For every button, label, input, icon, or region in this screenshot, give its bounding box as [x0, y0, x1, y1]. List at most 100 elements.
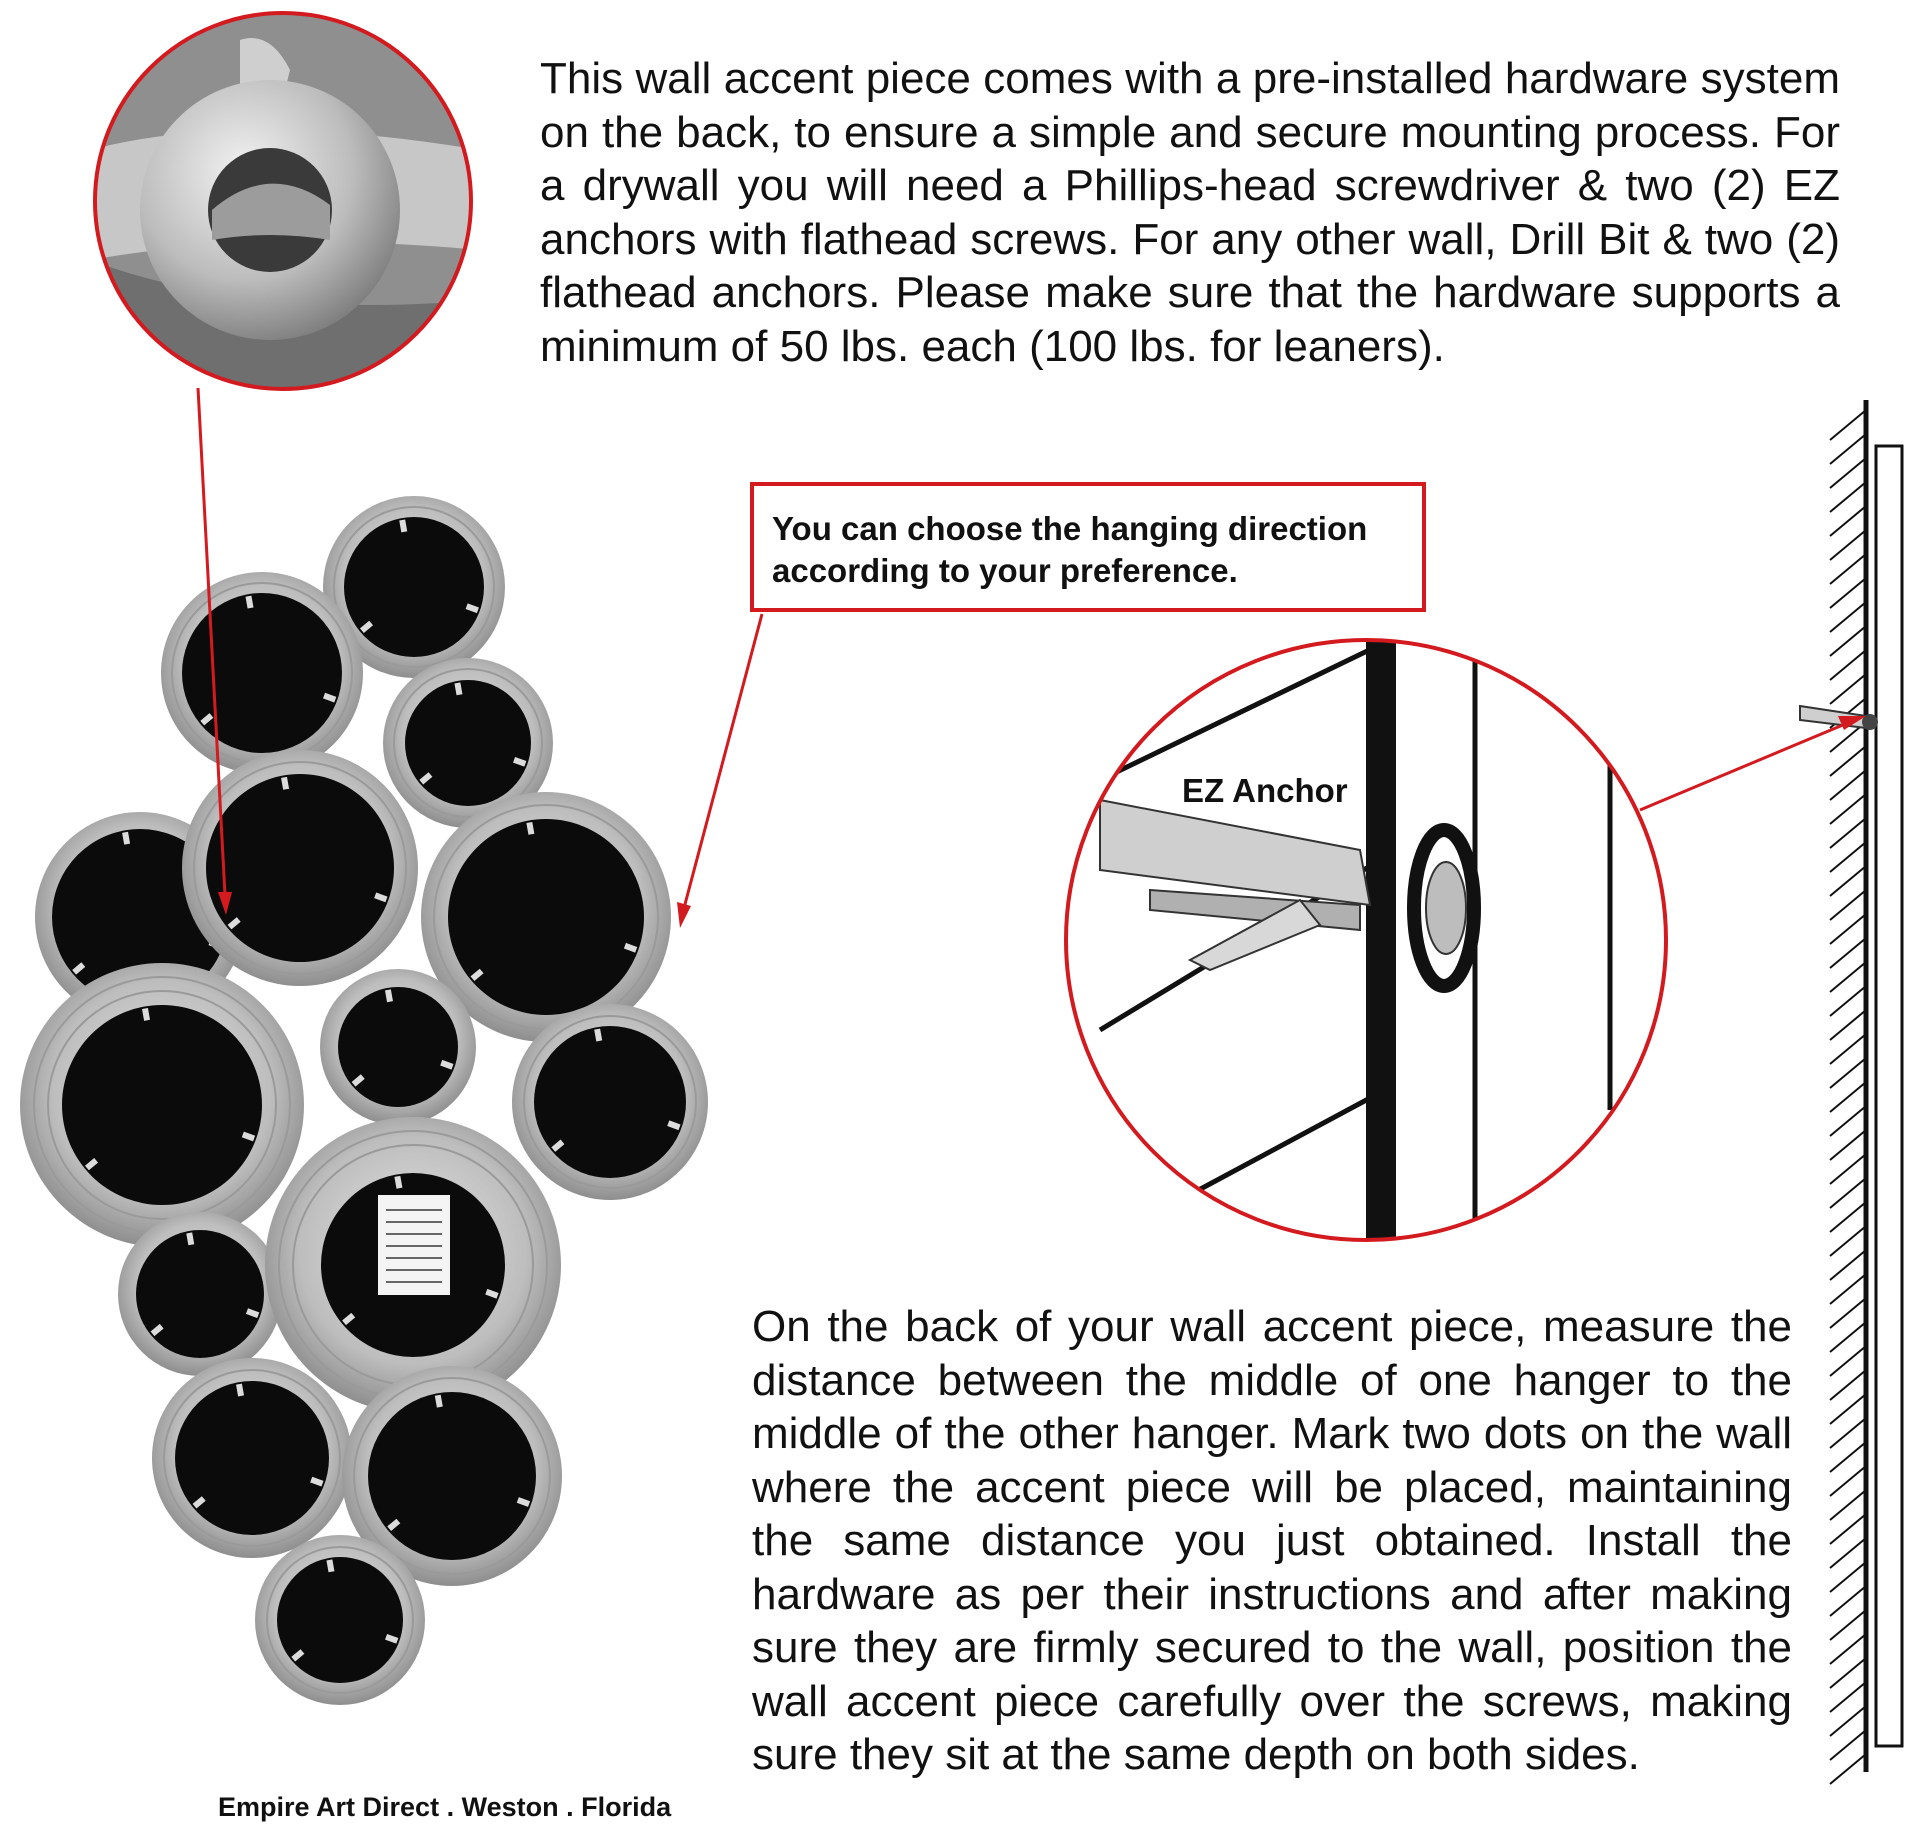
- mirror-tab: [399, 519, 408, 533]
- wall-hatch-mark: [1829, 1441, 1867, 1473]
- disc: [323, 496, 505, 678]
- mirror-tab: [594, 1028, 603, 1042]
- wall-hatch-mark: [1829, 1225, 1867, 1257]
- disc: [20, 963, 304, 1247]
- wall-hatch-mark: [1829, 1393, 1867, 1425]
- wall-hatch-mark: [1829, 649, 1867, 681]
- mirror-tab: [440, 1059, 454, 1070]
- wall-hatch-mark: [1829, 601, 1867, 633]
- mirror-tab: [374, 892, 388, 903]
- wall-hatch-mark: [1829, 1417, 1867, 1449]
- mirror-tab: [227, 917, 241, 930]
- wall-hatch-mark: [1829, 1369, 1867, 1401]
- mirror-tab: [454, 682, 463, 696]
- mirror-tab: [623, 942, 638, 953]
- wall-hatch-mark: [1829, 1177, 1867, 1209]
- wall-hatch-mark: [1829, 1729, 1867, 1761]
- wall-hatch-mark: [1829, 1105, 1867, 1137]
- wall-hatch-mark: [1829, 745, 1867, 777]
- wall-hatch-mark: [1829, 505, 1867, 537]
- disc: [182, 750, 418, 986]
- wall-hatch-mark: [1829, 1321, 1867, 1353]
- wall-hatch-mark: [1829, 1249, 1867, 1281]
- disc: [152, 1358, 352, 1558]
- mirror-tab: [485, 1288, 499, 1299]
- wall-hatch-mark: [1829, 1297, 1867, 1329]
- wall-hatch-mark: [1829, 1537, 1867, 1569]
- wall-hatch-mark: [1829, 457, 1867, 489]
- disc: [320, 969, 476, 1125]
- wall-hatch-mark: [1829, 1585, 1867, 1617]
- instructions-paragraph: On the back of your wall accent piece, m…: [752, 1302, 1792, 1779]
- wall-hatch-mark: [1829, 937, 1867, 969]
- mirror-tab: [281, 776, 290, 790]
- wall-hatch-mark: [1829, 1201, 1867, 1233]
- wall-hatch-mark: [1829, 1609, 1867, 1641]
- mirror-tab: [200, 713, 214, 726]
- company-footer: Empire Art Direct . Weston . Florida: [218, 1792, 672, 1822]
- mirror-tab: [142, 1007, 151, 1021]
- callout-text: You can choose the hanging direction acc…: [772, 510, 1368, 589]
- wall-hatch-mark: [1829, 673, 1867, 705]
- disc: [265, 1117, 561, 1413]
- mirror-tab: [470, 968, 484, 982]
- mirror-tab: [351, 1074, 365, 1087]
- mirror-tab: [326, 1559, 335, 1573]
- mirror-tab: [667, 1120, 681, 1131]
- wall-hatch-mark: [1829, 481, 1867, 513]
- mirror-tab: [310, 1476, 324, 1487]
- disc: [512, 1004, 708, 1200]
- mirror-tab: [84, 1157, 99, 1171]
- wall-hatch-mark: [1829, 1489, 1867, 1521]
- mirror-tab: [419, 772, 433, 785]
- mirror-tab: [465, 603, 479, 614]
- wall-hatch-mark: [1829, 1633, 1867, 1665]
- mirror-tab: [192, 1496, 206, 1509]
- wall-side-view: [1799, 400, 1904, 1785]
- disc: [383, 658, 553, 828]
- wall-hatch-mark: [1829, 1033, 1867, 1065]
- mirror-tab: [186, 1232, 195, 1246]
- wall-hatch-mark: [1829, 1681, 1867, 1713]
- wall-hatch-mark: [1829, 985, 1867, 1017]
- mirror-tab: [72, 962, 86, 975]
- mirror-tab: [516, 1497, 531, 1507]
- wall-hatch-mark: [1829, 433, 1867, 465]
- wall-hatch-mark: [1829, 841, 1867, 873]
- wall-hatch-mark: [1829, 1153, 1867, 1185]
- disc: [421, 792, 671, 1042]
- wall-hatch-mark: [1829, 529, 1867, 561]
- disc: [118, 1212, 282, 1376]
- wall-hatch-mark: [1829, 409, 1867, 441]
- mirror-tab: [322, 692, 337, 703]
- wall-hatch-mark: [1829, 1057, 1867, 1089]
- wall-hatch-mark: [1829, 1129, 1867, 1161]
- pointer-arrows: [196, 387, 1866, 928]
- wall-hatch-mark: [1829, 625, 1867, 657]
- wall-hatch-mark: [1829, 1465, 1867, 1497]
- wall-hatch-mark: [1829, 1705, 1867, 1737]
- disc: [255, 1535, 425, 1705]
- mirror-tab: [526, 821, 535, 835]
- ez-anchor-label: EZ Anchor: [1182, 772, 1348, 809]
- wall-hatch-mark: [1829, 1081, 1867, 1113]
- mirror-tab: [241, 1131, 256, 1142]
- wall-hatch-mark: [1829, 961, 1867, 993]
- wall-hatch-mark: [1829, 1513, 1867, 1545]
- wall-hatch-mark: [1829, 865, 1867, 897]
- disc: [342, 1366, 562, 1586]
- hanger-closeup: [93, 11, 473, 391]
- mirror-tab: [384, 989, 393, 1003]
- mirror-tab: [342, 1312, 356, 1326]
- wall-hatch-mark: [1829, 793, 1867, 825]
- mirror-tab: [245, 595, 254, 609]
- mirror-tab: [513, 756, 527, 767]
- intro-paragraph: This wall accent piece comes with a pre-…: [540, 54, 1840, 371]
- wall-hatch-mark: [1829, 1753, 1867, 1785]
- wall-hatch-mark: [1829, 1345, 1867, 1377]
- wall-hatch-mark: [1829, 577, 1867, 609]
- mirror-tab: [245, 1308, 260, 1319]
- mirror-tab: [236, 1383, 245, 1397]
- mirror-tab: [291, 1649, 305, 1662]
